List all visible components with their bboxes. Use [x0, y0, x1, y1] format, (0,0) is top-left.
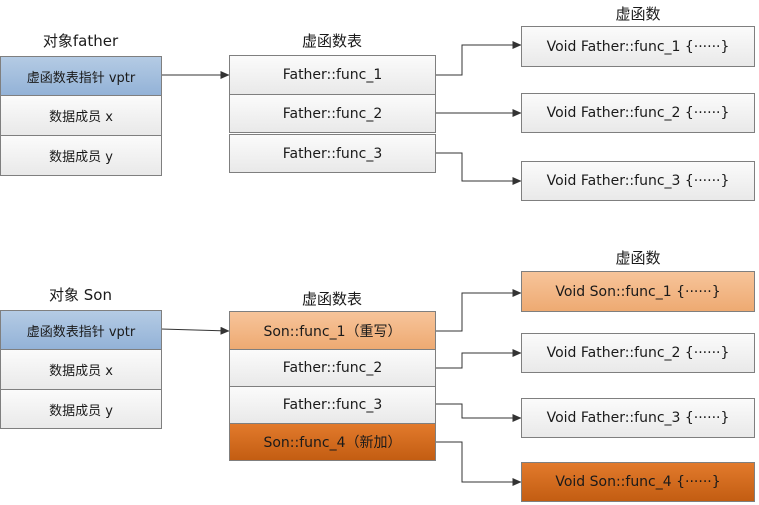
top-func-2: Void Father::func_2 {······} — [521, 93, 755, 133]
bottom-func1-arrow — [435, 289, 522, 332]
bottom-object-member-x: 数据成员 x — [0, 349, 162, 390]
bottom-vtable-title: 虚函数表 — [301, 290, 362, 308]
bottom-object-title: 对象 Son — [49, 286, 112, 304]
bottom-func-3: Void Father::func_3 {······} — [521, 398, 755, 438]
top-func-1: Void Father::func_1 {······} — [521, 26, 755, 67]
bottom-func3-arrow — [435, 403, 522, 422]
top-func3-arrow — [435, 152, 522, 185]
top-vtable-entry-2: Father::func_2 — [229, 94, 436, 133]
top-func1-arrow — [435, 41, 522, 76]
bottom-func4-arrow — [435, 441, 522, 486]
bottom-funcs-title: 虚函数 — [615, 249, 661, 267]
bottom-vtable-entry-3: Father::func_3 — [229, 386, 436, 424]
top-object-member-x: 数据成员 x — [0, 95, 162, 136]
top-object-member-y: 数据成员 y — [0, 135, 162, 176]
top-funcs-title: 虚函数 — [615, 5, 661, 23]
bottom-func-2: Void Father::func_2 {······} — [521, 333, 755, 373]
bottom-vtable-entry-4-added: Son::func_4（新加） — [229, 423, 436, 461]
top-vtable-title: 虚函数表 — [301, 32, 362, 50]
bottom-object-member-y: 数据成员 y — [0, 389, 162, 429]
bottom-vptr-arrow — [160, 326, 230, 335]
top-func-3: Void Father::func_3 {······} — [521, 161, 755, 201]
bottom-object-vptr: 虚函数表指针 vptr — [0, 310, 162, 350]
top-vtable-entry-3: Father::func_3 — [229, 134, 436, 173]
top-object-vptr: 虚函数表指针 vptr — [0, 56, 162, 96]
top-vtable-entry-1: Father::func_1 — [229, 55, 436, 95]
top-object-title: 对象father — [42, 32, 119, 50]
bottom-func-1-override: Void Son::func_1 {······} — [521, 271, 755, 312]
bottom-vtable-entry-1-override: Son::func_1（重写） — [229, 311, 436, 350]
bottom-func2-arrow — [435, 349, 522, 369]
bottom-func-4-added: Void Son::func_4 {······} — [521, 462, 755, 502]
bottom-vtable-entry-2: Father::func_2 — [229, 349, 436, 387]
